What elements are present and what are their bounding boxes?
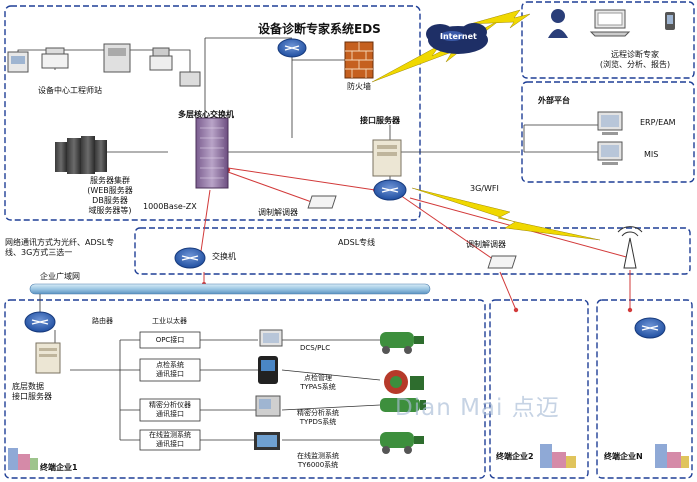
mis-label: MIS: [644, 150, 659, 159]
opc-label: OPC接口: [155, 336, 185, 344]
remote-expert-frame: [521, 1, 695, 79]
firewall-icon: [344, 41, 374, 79]
adsl-label: ADSL专线: [338, 238, 376, 247]
terminal-2-frame: [489, 299, 589, 479]
eds-region-frame: [4, 5, 421, 221]
erp-label: ERP/EAM: [640, 118, 676, 127]
network-note: 网络通讯方式为光纤、ADSL专线、3G方式三选一: [5, 238, 115, 257]
external-platform-label: 外部平台: [538, 96, 570, 105]
bottom-server-icon: [35, 342, 61, 374]
core-switch-icon: [195, 117, 229, 189]
spot-check-label: 点检系统通讯接口: [156, 361, 184, 378]
link-1000base-label: 1000Base-ZX: [143, 202, 197, 211]
diagram-title: 设备诊断专家系统EDS: [258, 22, 381, 36]
precision-label: 精密分析仪器通讯接口: [149, 401, 191, 418]
wireless-label: 3G/WFI: [470, 184, 499, 193]
watermark: Dian Mai 点迈: [395, 395, 560, 421]
remote-expert-devices: [548, 9, 675, 38]
system-devices: [254, 329, 283, 450]
industrial-pc-label: 工业以太器: [152, 317, 187, 325]
network-region-frame: [134, 227, 691, 275]
wireless-bolts: [371, 9, 601, 241]
terminal-1-links: [54, 330, 381, 441]
server-cluster-icon: [55, 136, 107, 174]
engineer-station-devices: [7, 43, 201, 87]
terminal-1-label: 终端企业1: [40, 463, 78, 472]
bottom-server-label: 底层数据接口服务器: [12, 382, 52, 401]
enterprise-lan-bus: [29, 283, 431, 295]
modem-icons: [307, 195, 517, 269]
terminal-1-frame: [4, 299, 486, 479]
modem-1-label: 调制解调器: [258, 208, 298, 217]
firewall-label: 防火墙: [347, 82, 371, 91]
terminal-n-frame: [596, 299, 693, 479]
interface-server-label: 接口服务器: [360, 116, 400, 125]
machine-icons: [380, 332, 426, 454]
router-icons: [24, 38, 666, 339]
antenna-icon: [617, 226, 643, 269]
switch-label: 交换机: [212, 252, 236, 261]
interface-server-icon: [372, 139, 402, 177]
core-switch-label: 多层核心交换机: [178, 110, 234, 119]
building-icons: [8, 444, 689, 470]
external-platform-computers: [597, 111, 623, 165]
terminal-2-label: 终端企业2: [496, 452, 534, 461]
region-frames: [4, 1, 695, 479]
interface-boxes: [139, 331, 201, 451]
modem-2-label: 调制解调器: [466, 240, 506, 249]
external-platform-frame: [521, 81, 695, 183]
router-label: 路由器: [92, 317, 113, 325]
red-links: [199, 167, 631, 311]
engineer-station-label: 设备中心工程师站: [38, 86, 102, 95]
internet-cloud: [426, 23, 488, 54]
terminal-n-label: 终端企业N: [604, 452, 643, 461]
internet-label: Internet: [440, 32, 477, 41]
remote-expert-label: 远程诊断专家(浏览、分析、报告): [599, 50, 671, 69]
dcs-label: DCS/PLC: [300, 344, 331, 352]
online-label: 在线监测系统通讯接口: [149, 431, 191, 448]
enterprise-lan-label: 企业广域网: [40, 272, 80, 281]
